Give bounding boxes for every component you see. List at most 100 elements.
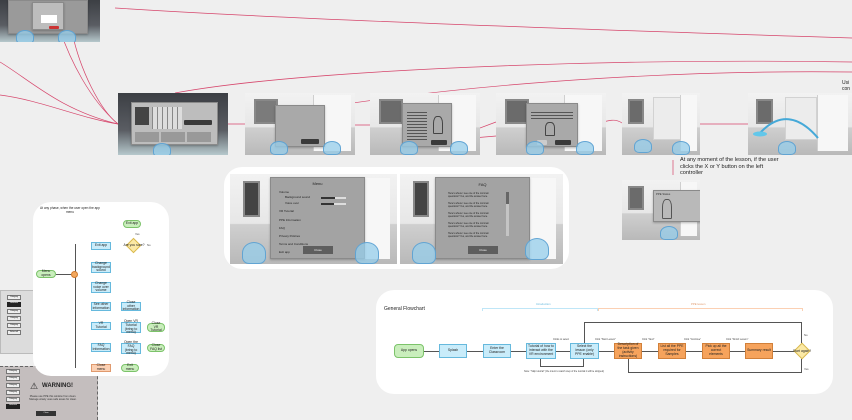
screen-ppe-status[interactable]: PPE Status [622, 180, 700, 240]
category-item[interactable]: Category [6, 376, 20, 381]
category-item[interactable]: Category [7, 309, 21, 314]
back-button[interactable] [537, 140, 547, 145]
warning-text: Please use PPE this window from clean. M… [29, 395, 77, 401]
category-item[interactable]: Select all [7, 330, 21, 335]
person-icon [545, 122, 555, 136]
faq-item: Here's where I see one of the common que… [448, 222, 489, 228]
node-tutorial: Tutorial of how to interact with the VR … [526, 343, 556, 359]
screen-intro-dialog[interactable] [245, 93, 355, 155]
category-item[interactable]: Category [6, 383, 20, 388]
screen-pointer-view[interactable] [622, 93, 700, 155]
hand-icon [526, 141, 544, 155]
category-item-selected[interactable]: Selected [6, 404, 20, 409]
hand-icon [323, 141, 341, 155]
category-item[interactable]: Category [7, 316, 21, 321]
screen-ppe-list[interactable] [370, 93, 480, 155]
wall-panel [628, 99, 644, 124]
decision-label: Start again? [792, 349, 812, 353]
flowchart-title: At any phase, when the user open the app… [40, 206, 100, 214]
wall-panel [628, 186, 644, 210]
hand-icon [355, 242, 379, 264]
node-close-menu: Close menu [91, 363, 111, 372]
faq-scrollbar[interactable] [506, 192, 509, 236]
preview-image [41, 15, 57, 23]
lesson-thumb[interactable] [187, 132, 211, 142]
category-item-selected[interactable]: Selected [7, 302, 21, 307]
edge-label-yes: Yes [135, 232, 140, 236]
next-button[interactable] [555, 140, 571, 145]
cabinet-open [785, 96, 817, 141]
node-description: Description of the task given (activity … [614, 342, 642, 359]
node-exit-app: Exit app [91, 242, 111, 250]
category-item[interactable]: Category [7, 323, 21, 328]
wall-panel [243, 181, 261, 218]
group-label-ppe: PPE lesson [691, 302, 706, 306]
ppe-instruction-dialog [526, 103, 578, 147]
screen-teleport-view[interactable] [748, 93, 852, 155]
general-flowchart: General Flowchart Introduction PPE lesso… [376, 290, 833, 394]
background-sound-slider[interactable] [321, 197, 346, 199]
node-close-info: Close other information [121, 299, 141, 312]
instruction-text [531, 112, 573, 120]
next-button[interactable] [301, 139, 319, 144]
warning-title: WARNING! [42, 383, 73, 389]
faq-item: Here's where I see one of the common que… [448, 192, 489, 198]
image-preview-dialog [32, 2, 64, 30]
category-item[interactable]: Category [6, 369, 20, 374]
close-button[interactable]: Close [36, 411, 56, 416]
slider-fill [321, 197, 335, 199]
screen-menu[interactable]: Menu Volume Background sound Voice over … [230, 174, 397, 264]
node-vr-tutorial: VR Tutorial [91, 321, 111, 330]
edge-label: Clicks to select [553, 338, 569, 341]
start-lesson-button[interactable] [184, 120, 212, 125]
menu-item-faq[interactable]: FAQ [279, 226, 286, 230]
screen-ppe-instructions[interactable] [496, 93, 606, 155]
hand-icon [153, 143, 171, 155]
edge-label: Click "Continue" [684, 338, 702, 341]
hand-icon [242, 242, 266, 264]
screen-top-left[interactable] [0, 0, 100, 42]
cabinet-open [653, 96, 685, 141]
hand-icon [778, 141, 796, 155]
close-button[interactable]: Close [303, 246, 333, 254]
edge-label-yes: Yes [804, 367, 809, 371]
category-item[interactable]: Category [6, 397, 20, 402]
node-close-faq: Close FAQ list [147, 343, 165, 352]
skip-loop [540, 359, 584, 367]
cabinet [679, 95, 697, 152]
menu-title: Menu [312, 181, 323, 186]
app-menu-flowchart: At any phase, when the user open the app… [33, 202, 169, 376]
menu-item-vr-tutorial[interactable]: VR Tutorial [279, 209, 294, 213]
decision-label: Are you sure? [123, 243, 145, 247]
wall-panel [413, 181, 430, 218]
lesson-thumb[interactable] [135, 132, 159, 142]
voice-over-slider[interactable] [321, 203, 346, 205]
node-exit-app-end: Exit app [123, 220, 141, 228]
menu-item-terms[interactable]: Terms and Conditions [279, 242, 309, 246]
node-summary: Summary result [745, 343, 773, 359]
lesson-thumb[interactable] [161, 132, 185, 142]
next-button[interactable] [431, 140, 447, 145]
node-see-info: See other information [91, 301, 111, 311]
edge-label-no: No [147, 243, 151, 247]
category-item[interactable]: Category [7, 295, 21, 300]
slider-fill [321, 203, 334, 205]
confirm-button[interactable] [49, 26, 59, 29]
edge-label: Click "Start Lesson" [595, 338, 616, 341]
node-enter-classroom: Enter the Classroom [483, 344, 511, 358]
category-item[interactable]: Category [6, 390, 20, 395]
close-button[interactable]: Close [468, 246, 498, 254]
menu-item-exit[interactable]: Exit app [279, 250, 290, 254]
node-change-bg-sound: Change background sound [91, 260, 111, 273]
intro-dialog [275, 105, 325, 147]
scrollbar-thumb[interactable] [506, 192, 509, 204]
menu-item-privacy[interactable]: Privacy Policies [279, 234, 301, 238]
screen-faq[interactable]: FAQ Here's where I see one of the common… [400, 174, 563, 264]
screen-lesson-select[interactable] [118, 93, 228, 155]
menu-item-ppe-info[interactable]: PPE Information [279, 218, 301, 222]
skip-note: Note: "Skip tutorial" (the intent to wat… [524, 370, 604, 373]
lesson-panel [131, 102, 218, 145]
connector [75, 244, 76, 368]
hand-icon [58, 30, 76, 42]
cut-off-note: Usi con [842, 80, 851, 92]
